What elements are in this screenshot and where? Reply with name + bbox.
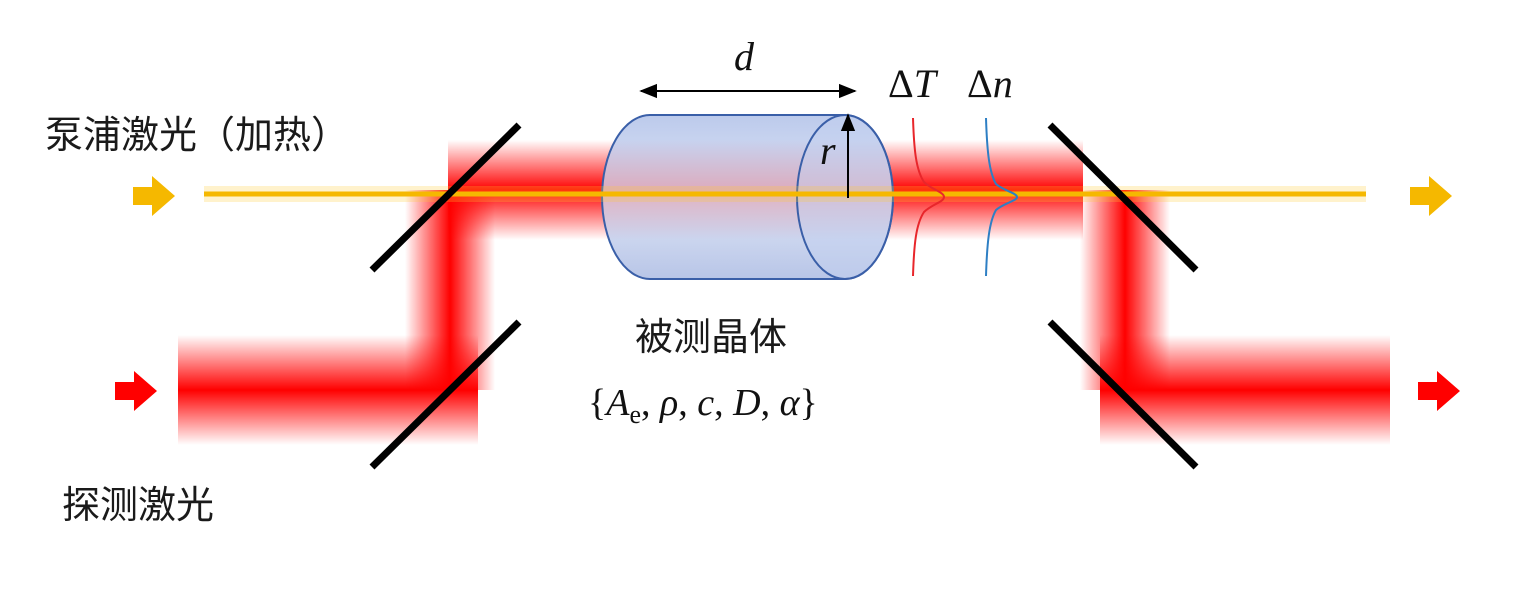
mirror-left-bottom bbox=[369, 319, 522, 470]
crystal-label: 被测晶体 bbox=[635, 315, 787, 359]
index-profile-curve bbox=[985, 117, 1019, 277]
pump-input-arrow-icon bbox=[133, 176, 175, 216]
mirror-left-top bbox=[369, 122, 522, 273]
crystal-parameters: {Ae, ρ, c, D, α} bbox=[588, 382, 818, 429]
delta-t-label: ΔT bbox=[888, 61, 939, 106]
pump-beam bbox=[204, 186, 1366, 202]
beam-arrows bbox=[115, 176, 1460, 411]
pump-output-arrow-icon bbox=[1410, 176, 1452, 216]
length-label: d bbox=[734, 34, 755, 79]
probe-beam-output-segment bbox=[1100, 335, 1390, 445]
radius-label: r bbox=[820, 128, 836, 173]
probe-laser-label: 探测激光 bbox=[62, 483, 214, 527]
pump-laser-label: 泵浦激光（加热） bbox=[45, 113, 349, 157]
probe-beam bbox=[178, 140, 1390, 445]
probe-input-arrow-icon bbox=[115, 371, 157, 411]
delta-n-label: Δn bbox=[967, 61, 1013, 106]
mirrors bbox=[369, 122, 1199, 470]
temperature-profile-curve bbox=[912, 117, 946, 277]
probe-output-arrow-icon bbox=[1418, 371, 1460, 411]
mirror-right-top bbox=[1047, 122, 1199, 273]
mirror-right-bottom bbox=[1047, 319, 1199, 470]
crystal-cylinder bbox=[601, 114, 894, 280]
